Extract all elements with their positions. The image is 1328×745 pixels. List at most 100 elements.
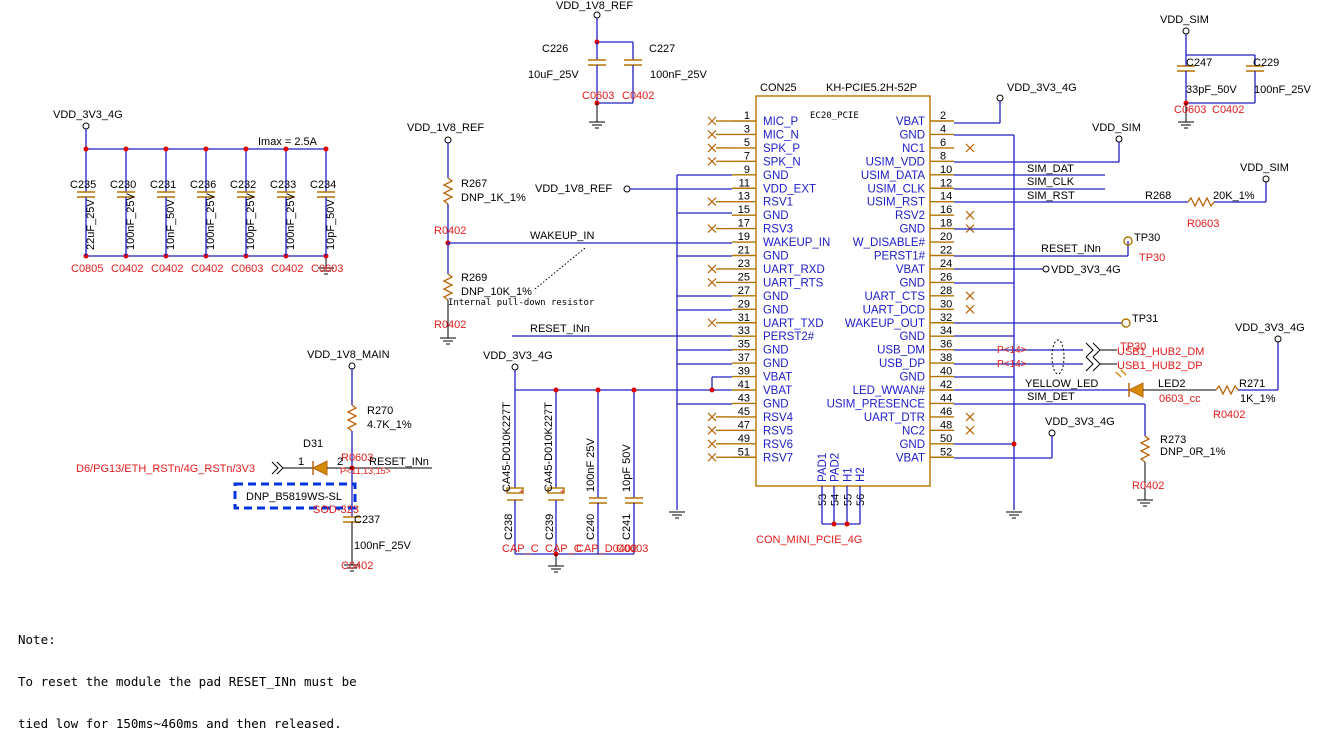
pin-name: RSV5 (763, 425, 793, 437)
pin-name: NC1 (902, 143, 925, 155)
pin-name: GND (899, 129, 925, 141)
pin-name: PERST1# (874, 251, 926, 263)
diode-pin1: 1 (298, 456, 304, 468)
pin-name: GND (899, 331, 925, 343)
pin-name: UART_RTS (763, 277, 824, 289)
tp30-label-2: TP30 (1120, 341, 1146, 353)
res-ref-r268: R268 (1145, 190, 1171, 202)
cap-pkg: C0402 (111, 263, 143, 275)
pin-number: 20 (940, 231, 952, 243)
pin-number: 24 (940, 258, 952, 270)
pin-number: 52 (940, 446, 952, 458)
pin-name: RSV4 (763, 412, 794, 424)
cap-pkg-c226: C0603 (582, 90, 614, 102)
cap-pkg-c240: CAP_D0402 (576, 543, 637, 555)
cap-value-c241: 10pF 50V (621, 444, 633, 492)
power-label-vdd-sim-right: VDD_SIM (1240, 162, 1289, 174)
net-wakeup-in: WAKEUP_IN (530, 230, 594, 242)
pin-name: UART_CTS (865, 291, 926, 303)
cap-value: 10nF_50V (165, 199, 177, 250)
cap-pkg-c239: CAP_C (545, 543, 582, 555)
diode-pin2: 2 (337, 456, 343, 468)
power-label-vdd-3v3-4g-led: VDD_3V3_4G (1235, 322, 1305, 334)
pin-number: 21 (738, 245, 750, 257)
cap-value-c240: 100nF 25V (585, 438, 597, 492)
pin-name: USIM_DATA (861, 170, 925, 182)
no-connect-mark (707, 439, 717, 449)
pin-number: 17 (738, 218, 750, 230)
schematic-canvas: CON25 KH-PCIE5.2H-52P EC20_PCIE CON_MINI… (53, 0, 1312, 573)
pin-name: UART_TXD (763, 318, 824, 330)
pin-name: MIC_P (763, 116, 798, 128)
svg-text:+: + (519, 487, 524, 496)
pin-number: 40 (940, 366, 952, 378)
pin-number: 32 (940, 312, 952, 324)
no-connect-mark (965, 412, 975, 422)
cap-ref: C232 (230, 179, 256, 191)
diode-pkg: SOD-323 (313, 504, 359, 516)
pad-name: PAD2 (830, 453, 842, 482)
pin-name: GND (763, 210, 789, 222)
res-pkg-r267: R0402 (434, 225, 466, 237)
cap-pkg-c241: C0603 (616, 543, 648, 555)
pad-number: 54 (830, 494, 842, 506)
net-sim-clk: SIM_CLK (1027, 176, 1075, 188)
wakeup-divider: VDD_1V8_REF R267 DNP_1K_1% R0402 R269 DN… (407, 122, 732, 345)
pin-number: 16 (940, 204, 952, 216)
pin-name: VDD_EXT (763, 183, 816, 195)
no-connect-mark (707, 277, 717, 287)
net-reset-inn-d31: RESET_INn (369, 456, 429, 468)
res-value-r269: DNP_10K_1% (461, 286, 532, 298)
pin-name: LED_WWAN# (853, 385, 926, 397)
pin-name: USIM_CLK (867, 183, 925, 195)
cap-value-c226: 10uF_25V (528, 69, 579, 81)
pin-number: 23 (738, 258, 750, 270)
pin-name: VBAT (896, 264, 925, 276)
cap-pkg-c227: C0402 (622, 90, 654, 102)
tp30-label: TP30 (1139, 252, 1165, 264)
power-label-vdd-1v8-main: VDD_1V8_MAIN (307, 349, 390, 361)
pin-number: 35 (738, 339, 750, 351)
pin-name: RSV2 (895, 210, 925, 222)
pin-name: WAKEUP_OUT (845, 318, 925, 330)
pad-name: H1 (842, 467, 854, 482)
svg-text:+: + (560, 487, 565, 496)
power-label-vdd-1v8-ref-left: VDD_1V8_REF (407, 122, 484, 134)
pin-number: 9 (744, 164, 750, 176)
net-yellow-led: YELLOW_LED (1025, 378, 1098, 390)
power-label-vdd-3v3-4g-pin24: VDD_3V3_4G (1051, 264, 1121, 276)
top-sim-cap-group: VDD_SIM C247 33pF_50V C0603 C229 100nF_2… (1160, 14, 1312, 129)
cap-value: 100nF_25V (285, 192, 297, 250)
res-value-r267: DNP_1K_1% (461, 192, 526, 204)
pin-name: RSV1 (763, 197, 793, 209)
res-pkg-r271: R0402 (1213, 409, 1245, 421)
res-value-r271: 1K_1% (1240, 393, 1276, 405)
res-pkg-r273: R0402 (1132, 480, 1164, 492)
pin-name: RSV7 (763, 452, 793, 464)
res-pkg-r270: R0603 (341, 452, 373, 464)
pin-number: 2 (940, 110, 946, 122)
pin-name: USIM_VDD (866, 156, 925, 168)
right-side-nets: VDD_3V3_4G VDD_SIM SIM_DAT SIM_CLK SIM_R… (954, 82, 1305, 519)
module-type: EC20_PCIE (810, 111, 859, 121)
pin-name: GND (763, 251, 789, 263)
res-ref-r271: R271 (1239, 378, 1265, 390)
pin-number: 44 (940, 392, 952, 404)
page-ref-dp: P<14> (997, 359, 1027, 370)
pin-number: 47 (738, 419, 750, 431)
res-value-r273: DNP_0R_1% (1160, 446, 1226, 458)
power-label-vdd-3v3-4g-pin52: VDD_3V3_4G (1045, 416, 1115, 428)
offpage-reset-label: D6/PG13/ETH_RSTn/4G_RSTn/3V3 (76, 463, 255, 475)
pin-number: 22 (940, 245, 952, 257)
pin-number: 38 (940, 352, 952, 364)
pin-name: RSV6 (763, 439, 793, 451)
pin-number: 10 (940, 164, 952, 176)
cap-ref: C230 (110, 179, 136, 191)
pin-number: 39 (738, 366, 750, 378)
power-label-vdd-sim-mid: VDD_SIM (1092, 122, 1141, 134)
pin-name: USB_DP (879, 358, 925, 370)
res-ref-r273: R273 (1160, 434, 1186, 446)
cap-pkg: C0402 (271, 263, 303, 275)
